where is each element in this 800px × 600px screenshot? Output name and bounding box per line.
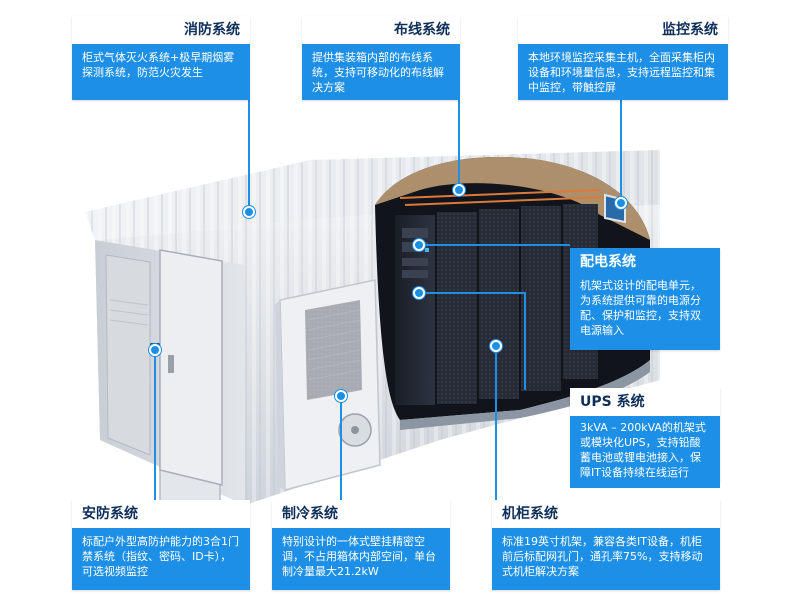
callout-fire-system: 消防系统 柜式气体灭火系统+极早期烟雾探测系统，防范火灾发生 bbox=[72, 16, 250, 100]
leader-monitor bbox=[620, 100, 622, 200]
callout-description: 标准19英寸机架，兼容各类IT设备，机柜前后标配网孔门，通孔率75%，支持移动式… bbox=[502, 535, 703, 578]
end-door-panel bbox=[159, 249, 223, 486]
wall-air-conditioner bbox=[275, 279, 381, 491]
callout-description: 3kVA – 200kVA的机架式或模块化UPS，支持铅酸蓄电池或锂电池接入，保… bbox=[570, 416, 720, 488]
callout-monitor-system: 监控系统 本地环境监控采集主机，全面采集柜内设备和环境量信息，支持远程监控和集中… bbox=[518, 16, 728, 100]
end-louver-panel bbox=[105, 254, 151, 456]
callout-description: 提供集装箱内部的布线系统，支持可移动化的布线解决方案 bbox=[312, 51, 444, 94]
callout-security-system: 安防系统 标配户外型高防护能力的3合1门禁系统（指纹、密码、ID卡），可选视频监… bbox=[72, 500, 250, 590]
callout-description: 机架式设计的配电单元，为系统提供可靠的电源分配、保护和监控，支持双电源输入 bbox=[580, 279, 701, 337]
leader-wiring bbox=[458, 100, 460, 188]
marker-cooling bbox=[335, 390, 347, 402]
callout-rack-system: 机柜系统 标准19英寸机架，兼容各类IT设备，机柜前后标配网孔门，通孔率75%，… bbox=[492, 500, 720, 590]
marker-security bbox=[149, 344, 161, 356]
marker-monitor bbox=[615, 197, 627, 209]
leader-fire bbox=[248, 100, 250, 210]
leader-cooling bbox=[340, 395, 342, 501]
callout-power-system: 配电系统 机架式设计的配电单元，为系统提供可靠的电源分配、保护和监控，支持双电源… bbox=[570, 248, 720, 350]
callout-description: 标配户外型高防护能力的3合1门禁系统（指纹、密码、ID卡），可选视频监控 bbox=[82, 535, 239, 578]
door-handle bbox=[168, 355, 174, 373]
marker-rack bbox=[490, 340, 502, 352]
callout-description: 特别设计的一体式壁挂精密空调，不占用箱体内部空间，单台制冷量最大21.2kW bbox=[282, 535, 436, 578]
leader-security bbox=[154, 350, 156, 500]
callout-title: 制冷系统 bbox=[272, 500, 450, 528]
leader-ups-v bbox=[524, 292, 526, 390]
marker-fire bbox=[243, 206, 255, 218]
callout-wiring-system: 布线系统 提供集装箱内部的布线系统，支持可移动化的布线解决方案 bbox=[302, 16, 460, 100]
callout-ups-system: UPS 系统 3kVA – 200kVA的机架式或模块化UPS，支持铅酸蓄电池或… bbox=[570, 388, 720, 488]
marker-power bbox=[413, 239, 425, 251]
callout-cooling-system: 制冷系统 特别设计的一体式壁挂精密空调，不占用箱体内部空间，单台制冷量最大21.… bbox=[272, 500, 450, 590]
leader-ups-h bbox=[420, 292, 525, 294]
callout-title: 安防系统 bbox=[72, 500, 250, 528]
leader-power bbox=[420, 244, 570, 246]
callout-title: 机柜系统 bbox=[492, 500, 720, 528]
callout-title: UPS 系统 bbox=[570, 388, 720, 416]
callout-description: 本地环境监控采集主机，全面采集柜内设备和环境量信息，支持远程监控和集中监控，带触… bbox=[528, 51, 715, 94]
leader-rack bbox=[495, 345, 497, 500]
callout-description: 柜式气体灭火系统+极早期烟雾探测系统，防范火灾发生 bbox=[82, 51, 235, 79]
marker-ups bbox=[413, 287, 425, 299]
callout-title: 监控系统 bbox=[518, 16, 728, 44]
callout-title: 消防系统 bbox=[72, 16, 250, 44]
callout-title: 配电系统 bbox=[570, 248, 720, 276]
callout-title: 布线系统 bbox=[302, 16, 460, 44]
marker-wiring bbox=[453, 184, 465, 196]
